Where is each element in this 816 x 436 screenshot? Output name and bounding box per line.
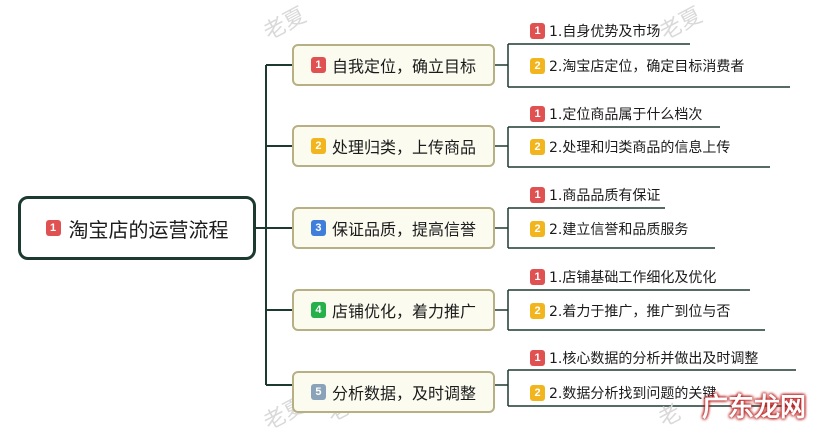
- branch-node-5[interactable]: 5 分析数据，及时调整: [292, 371, 495, 413]
- root-priority-badge: 1: [45, 220, 61, 236]
- branch-node-4[interactable]: 4 店铺优化，着力推广: [292, 289, 495, 331]
- leaf-priority-badge: 1: [530, 350, 545, 366]
- branch-priority-badge: 2: [310, 138, 326, 154]
- leaf-connector-3: [495, 207, 715, 249]
- leaf-label: 2.着力于推广，推广到位与否: [549, 304, 731, 320]
- leaf-priority-badge: 2: [530, 58, 545, 74]
- branch-label: 店铺优化，着力推广: [331, 302, 476, 321]
- leaf-priority-badge: 2: [530, 303, 545, 319]
- leaf-node-1-1[interactable]: 1 1.自身优势及市场: [530, 19, 660, 43]
- leaf-node-2-2[interactable]: 2 2.处理和归类商品的信息上传: [530, 135, 730, 159]
- leaf-label: 1.商品品质有保证: [549, 188, 661, 204]
- leaf-connector-1: [495, 43, 790, 88]
- leaf-priority-badge: 1: [530, 187, 545, 203]
- leaf-node-3-1[interactable]: 1 1.商品品质有保证: [530, 183, 660, 207]
- leaf-label: 1.核心数据的分析并做出及时调整: [549, 351, 759, 367]
- branch-priority-badge: 3: [310, 220, 326, 236]
- leaf-priority-badge: 2: [530, 139, 545, 155]
- branch-priority-badge: 4: [310, 302, 326, 318]
- branch-node-2[interactable]: 2 处理归类，上传商品: [292, 125, 495, 167]
- site-watermark-logo: 广东龙网: [701, 393, 806, 423]
- leaf-label: 2.处理和归类商品的信息上传: [549, 140, 731, 156]
- leaf-priority-badge: 2: [530, 221, 545, 237]
- leaf-label: 2.淘宝店定位，确定目标消费者: [549, 59, 745, 75]
- branch-node-1[interactable]: 1 自我定位，确立目标: [292, 44, 495, 86]
- branch-label: 处理归类，上传商品: [331, 138, 476, 157]
- branch-label: 分析数据，及时调整: [331, 384, 476, 403]
- leaf-node-1-2[interactable]: 2 2.淘宝店定位，确定目标消费者: [530, 54, 744, 78]
- leaf-priority-badge: 1: [530, 23, 545, 39]
- leaf-priority-badge: 1: [530, 106, 545, 122]
- leaf-label: 2.数据分析找到问题的关键: [549, 386, 717, 402]
- branch-label: 自我定位，确立目标: [331, 57, 476, 76]
- leaf-label: 1.自身优势及市场: [549, 24, 661, 40]
- leaf-node-5-2[interactable]: 2 2.数据分析找到问题的关键: [530, 381, 716, 405]
- leaf-node-4-2[interactable]: 2 2.着力于推广，推广到位与否: [530, 299, 730, 323]
- leaf-node-5-1[interactable]: 1 1.核心数据的分析并做出及时调整: [530, 346, 758, 370]
- leaf-label: 1.定位商品属于什么档次: [549, 107, 703, 123]
- leaf-node-2-1[interactable]: 1 1.定位商品属于什么档次: [530, 102, 702, 126]
- branch-priority-badge: 1: [310, 57, 326, 73]
- leaf-priority-badge: 2: [530, 385, 545, 401]
- leaf-label: 1.店铺基础工作细化及优化: [549, 270, 717, 286]
- leaf-priority-badge: 1: [530, 269, 545, 285]
- leaf-connector-5: [495, 369, 796, 407]
- leaf-node-3-2[interactable]: 2 2.建立信誉和品质服务: [530, 217, 688, 241]
- leaf-label: 2.建立信誉和品质服务: [549, 222, 689, 238]
- root-label: 淘宝店的运营流程: [68, 217, 229, 242]
- leaf-connector-2: [495, 126, 770, 168]
- leaf-connector-4: [495, 289, 765, 331]
- root-node[interactable]: 1 淘宝店的运营流程: [18, 196, 256, 260]
- branch-node-3[interactable]: 3 保证品质，提高信誉: [292, 207, 495, 249]
- trunk-connector: [256, 65, 267, 385]
- branch-label: 保证品质，提高信誉: [331, 220, 476, 239]
- branch-priority-badge: 5: [310, 384, 326, 400]
- leaf-node-4-1[interactable]: 1 1.店铺基础工作细化及优化: [530, 265, 716, 289]
